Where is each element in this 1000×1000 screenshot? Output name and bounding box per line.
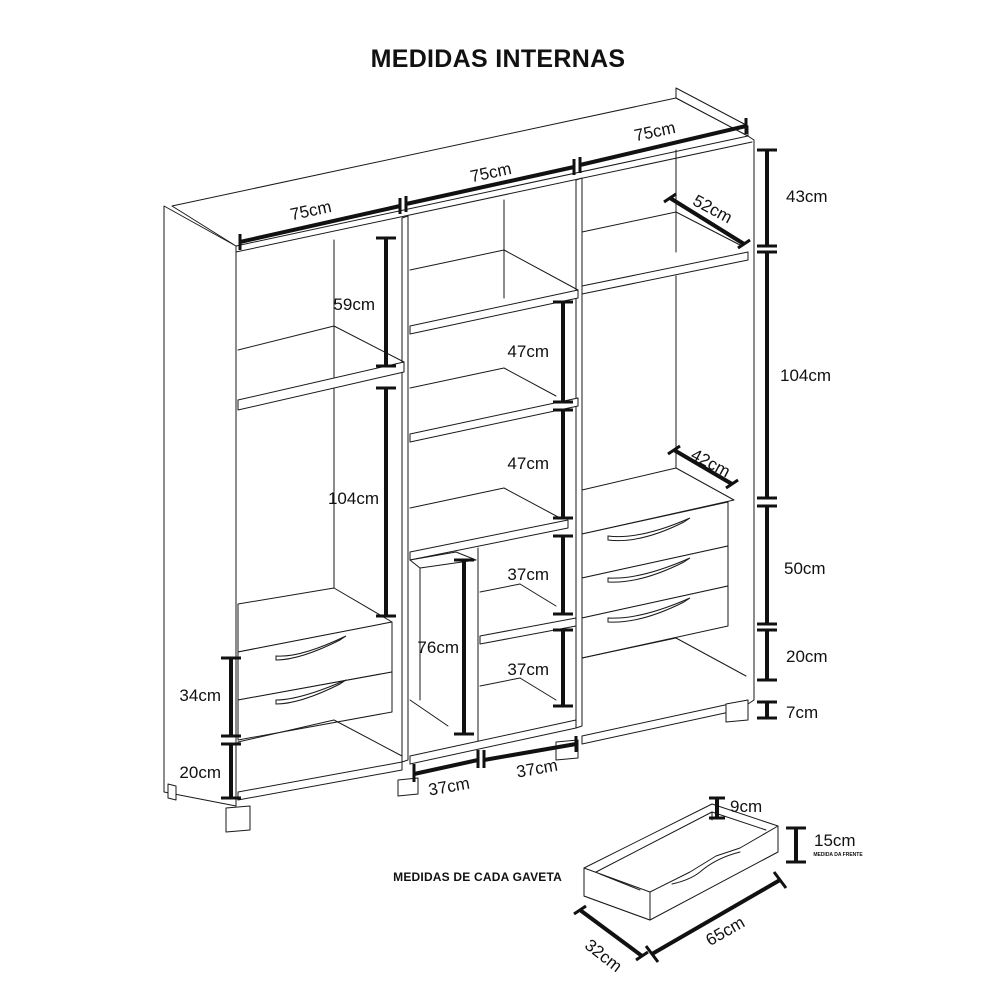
label-right-hanging-height: 104cm xyxy=(780,366,831,385)
label-drawer-front-note: MEDIDA DA FRENTE xyxy=(813,852,863,858)
label-right-top-height: 43cm xyxy=(786,187,828,206)
label-feet-height: 7cm xyxy=(786,703,818,722)
label-left-hanging-height: 104cm xyxy=(328,489,379,508)
dimension-lines xyxy=(221,118,777,800)
label-right-shelf-depth: 52cm xyxy=(690,191,736,227)
drawer-caption: MEDIDAS DE CADA GAVETA xyxy=(393,870,562,884)
label-middle-low-shelf-1: 37cm xyxy=(507,565,549,584)
label-right-bottom-niche: 20cm xyxy=(786,647,828,666)
label-middle-shelf-1: 47cm xyxy=(507,342,549,361)
label-right-drawer-depth: 42cm xyxy=(688,445,734,481)
label-bottom-width-a: 37cm xyxy=(427,774,471,800)
label-right-drawers-height: 50cm xyxy=(784,559,826,578)
page-title: MEDIDAS INTERNAS xyxy=(371,45,626,73)
drawer-detail: MEDIDAS DE CADA GAVETA 9cm 15cm MEDIDA D… xyxy=(393,796,863,976)
label-middle-low-shelf-2: 37cm xyxy=(507,660,549,679)
label-drawer-front: 15cm xyxy=(814,831,856,850)
label-drawer-height: 9cm xyxy=(730,797,762,816)
label-drawer-depth: 32cm xyxy=(581,935,625,976)
wardrobe-body xyxy=(163,87,755,833)
label-left-bottom-niche: 20cm xyxy=(179,763,221,782)
label-middle-shelf-2: 47cm xyxy=(507,454,549,473)
label-drawer-width: 65cm xyxy=(702,913,748,950)
label-left-drawers-height: 34cm xyxy=(179,686,221,705)
label-door-niche-height: 76cm xyxy=(417,638,459,657)
label-bottom-width-b: 37cm xyxy=(515,756,559,782)
label-left-upper-height: 59cm xyxy=(333,295,375,314)
